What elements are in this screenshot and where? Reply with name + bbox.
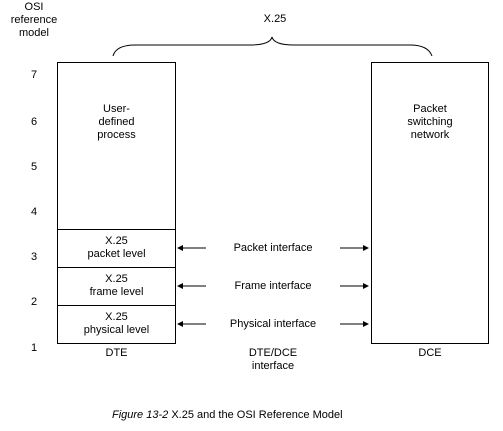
dte-dce-interface-label: DTE/DCE interface	[248, 347, 298, 372]
physical-level-box	[57, 305, 176, 344]
physical-level-label: X.25 physical level	[83, 311, 150, 336]
user-defined-process-box	[57, 62, 176, 230]
packet-interface-arrows	[177, 245, 369, 251]
layer-number-1: 1	[30, 342, 38, 354]
physical-interface-arrows	[177, 321, 369, 327]
osi-reference-model-label: OSI reference model	[10, 1, 58, 39]
packet-level-label: X.25 packet level	[87, 235, 146, 260]
figure-number: Figure 13-2	[112, 409, 169, 421]
dce-label: DCE	[418, 347, 442, 359]
layer-number-2: 2	[30, 296, 38, 308]
packet-switching-network-label: Packet switching network	[407, 103, 453, 141]
user-defined-process-label: User- defined process	[97, 103, 136, 141]
figure-caption-text: X.25 and the OSI Reference Model	[168, 409, 343, 421]
frame-interface-label: Frame interface	[234, 280, 312, 292]
figure-caption: Figure 13-2 X.25 and the OSI Reference M…	[112, 409, 343, 422]
dte-label: DTE	[105, 347, 128, 359]
layer-number-4: 4	[30, 206, 38, 218]
frame-level-box	[57, 267, 176, 306]
physical-interface-label: Physical interface	[229, 318, 317, 330]
frame-level-label: X.25 frame level	[89, 273, 144, 298]
x25-heading: X.25	[263, 13, 287, 25]
layer-number-5: 5	[30, 161, 38, 173]
packet-switching-network-box	[371, 62, 489, 344]
packet-level-box	[57, 229, 176, 268]
x25-brace	[112, 36, 433, 57]
frame-interface-arrows	[177, 283, 369, 289]
packet-interface-label: Packet interface	[233, 242, 313, 254]
layer-number-3: 3	[30, 251, 38, 263]
layer-number-6: 6	[30, 116, 38, 128]
layer-number-7: 7	[30, 69, 38, 81]
